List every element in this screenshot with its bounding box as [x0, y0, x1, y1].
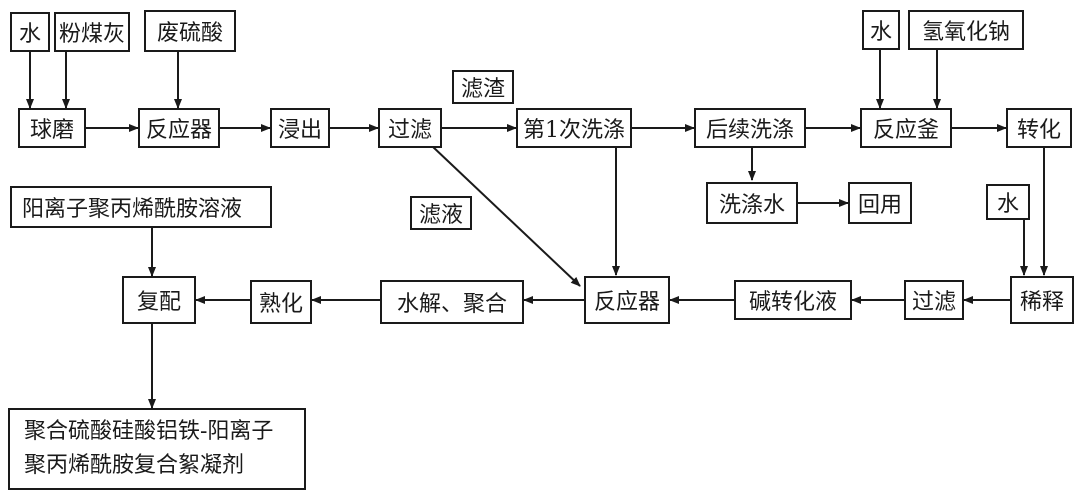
reactor-1-box: 反应器 [138, 108, 220, 148]
sodium-hydroxide-label: 氢氧化钠 [921, 20, 1010, 45]
reactor-2-box: 反应器 [584, 276, 670, 324]
leaching-label: 浸出 [277, 118, 322, 143]
filtrate-label-box: 滤液 [410, 196, 472, 230]
water-input-label: 水 [18, 22, 41, 47]
washing-1-box: 第1次洗涤 [516, 108, 632, 148]
reuse-label: 回用 [857, 193, 902, 218]
reactor-kettle-label: 反应釜 [872, 118, 939, 143]
filtrate-label: 滤液 [418, 203, 463, 228]
water-2-label: 水 [869, 20, 892, 45]
dilution-label: 稀释 [1019, 290, 1064, 315]
conversion-label: 转化 [1016, 118, 1061, 143]
water-input-box: 水 [10, 12, 50, 52]
arrow-filtrate-to-reactor2 [431, 145, 581, 287]
filtration-2-label: 过滤 [911, 290, 956, 315]
water-2-box: 水 [862, 10, 900, 50]
reactor-kettle-box: 反应釜 [860, 108, 952, 148]
conversion-box: 转化 [1006, 108, 1072, 148]
fly-ash-box: 粉煤灰 [54, 12, 130, 52]
water-3-label: 水 [996, 192, 1019, 217]
subsequent-washing-label: 后续洗涤 [705, 118, 794, 143]
curing-box: 熟化 [250, 280, 312, 324]
water-3-box: 水 [986, 184, 1030, 220]
final-product-line-2: 聚丙烯酰胺复合絮凝剂 [24, 453, 245, 478]
washing-water-label: 洗涤水 [718, 193, 785, 218]
compounding-box: 复配 [122, 276, 196, 324]
filter-residue-label: 滤渣 [460, 77, 505, 102]
hydrolysis-polymerization-box: 水解、聚合 [380, 280, 524, 324]
reuse-box: 回用 [848, 182, 912, 224]
filtration-2-box: 过滤 [904, 280, 964, 320]
hydrolysis-polymerization-label: 水解、聚合 [396, 292, 507, 317]
filtration-1-label: 过滤 [387, 118, 432, 143]
compounding-label: 复配 [136, 290, 181, 315]
dilution-box: 稀释 [1010, 276, 1074, 324]
waste-sulfuric-acid-label: 废硫酸 [156, 21, 223, 46]
leaching-box: 浸出 [270, 108, 330, 148]
cationic-pam-solution-label: 阳离子聚丙烯酰胺溶液 [22, 197, 243, 222]
alkali-conversion-liquid-label: 碱转化液 [748, 290, 837, 315]
cationic-pam-solution-box: 阳离子聚丙烯酰胺溶液 [10, 186, 272, 228]
ball-mill-box: 球磨 [18, 108, 86, 148]
reactor-1-label: 反应器 [145, 118, 212, 143]
washing-water-box: 洗涤水 [706, 182, 798, 224]
alkali-conversion-liquid-box: 碱转化液 [734, 280, 852, 320]
final-product-line-1: 聚合硫酸硅酸铝铁-阳离子 [24, 419, 274, 444]
final-product-box: 聚合硫酸硅酸铝铁-阳离子 聚丙烯酰胺复合絮凝剂 [8, 408, 306, 490]
subsequent-washing-box: 后续洗涤 [694, 108, 806, 148]
curing-label: 熟化 [258, 292, 303, 317]
filter-residue-label-box: 滤渣 [452, 70, 514, 104]
reactor-2-label: 反应器 [593, 290, 660, 315]
ball-mill-label: 球磨 [29, 118, 74, 143]
sodium-hydroxide-box: 氢氧化钠 [908, 10, 1024, 50]
waste-sulfuric-acid-box: 废硫酸 [144, 10, 236, 52]
fly-ash-label: 粉煤灰 [58, 22, 125, 47]
filtration-1-box: 过滤 [378, 108, 442, 148]
washing-1-label: 第1次洗涤 [523, 118, 625, 143]
